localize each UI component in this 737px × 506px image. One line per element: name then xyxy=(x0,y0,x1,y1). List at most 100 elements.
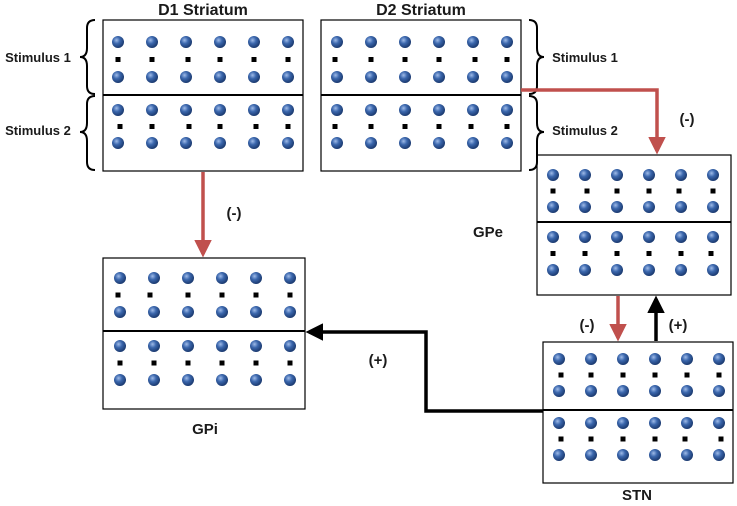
neuron xyxy=(713,385,725,397)
synapse-dot xyxy=(147,292,153,298)
neuron xyxy=(707,231,719,243)
neuron xyxy=(284,272,296,284)
stimulus1-label-left: Stimulus 1 xyxy=(5,50,71,65)
neuron xyxy=(282,71,294,83)
synapse-dot xyxy=(219,360,225,366)
neuron xyxy=(250,374,262,386)
neuron xyxy=(675,169,687,181)
synapse-dot xyxy=(620,372,626,378)
neuron xyxy=(180,36,192,48)
synapse-dot xyxy=(285,124,291,129)
synapse-dot xyxy=(185,292,191,298)
stn-gpe-sign: (+) xyxy=(669,317,688,334)
neuron xyxy=(467,36,479,48)
neuron xyxy=(182,340,194,352)
neuron xyxy=(250,306,262,318)
synapse-dot xyxy=(368,57,374,62)
stimulus2-brace-left xyxy=(79,95,96,171)
neuron xyxy=(216,272,228,284)
stn-label: STN xyxy=(622,487,652,504)
neuron xyxy=(114,374,126,386)
synapse-dot xyxy=(185,360,191,366)
neuron xyxy=(617,385,629,397)
neuron xyxy=(547,231,559,243)
neuron xyxy=(501,36,513,48)
neuron xyxy=(282,104,294,116)
synapse-dot xyxy=(614,251,620,256)
neuron xyxy=(331,104,343,116)
gpe-label: GPe xyxy=(473,224,503,241)
neuron xyxy=(585,353,597,365)
neuron xyxy=(114,306,126,318)
synapse-dot xyxy=(468,124,474,129)
synapse-dot xyxy=(584,188,590,194)
synapse-dot xyxy=(558,372,564,378)
synapse-dot xyxy=(716,372,722,378)
neuron xyxy=(284,306,296,318)
synapse-dot xyxy=(646,188,652,194)
neuron xyxy=(112,104,124,116)
neuron xyxy=(216,340,228,352)
neuron xyxy=(180,71,192,83)
synapse-dot xyxy=(652,436,658,442)
stn-gpi-sign: (+) xyxy=(369,352,388,369)
synapse-dot xyxy=(332,57,338,62)
neuron xyxy=(675,264,687,276)
neuron xyxy=(112,137,124,149)
synapse-dot xyxy=(287,292,293,298)
neuron xyxy=(617,449,629,461)
neuron xyxy=(681,385,693,397)
neuron xyxy=(331,137,343,149)
synapse-dot xyxy=(402,57,408,62)
neuron xyxy=(112,36,124,48)
neuron xyxy=(284,340,296,352)
synapse-dot xyxy=(684,372,690,378)
neuron xyxy=(585,449,597,461)
neuron xyxy=(148,272,160,284)
neuron xyxy=(643,231,655,243)
neuron xyxy=(248,104,260,116)
neuron xyxy=(649,449,661,461)
neuron xyxy=(643,169,655,181)
neuron xyxy=(282,137,294,149)
neuron xyxy=(282,36,294,48)
neuron xyxy=(399,104,411,116)
neuron xyxy=(547,201,559,213)
synapse-dot xyxy=(251,57,257,62)
neuron xyxy=(553,449,565,461)
d2-striatum-title: D2 Striatum xyxy=(376,2,466,19)
synapse-dot xyxy=(558,436,564,442)
neuron xyxy=(675,201,687,213)
neuron xyxy=(611,264,623,276)
neuron xyxy=(216,306,228,318)
synapse-dot xyxy=(285,57,291,62)
stimulus1-label-right: Stimulus 1 xyxy=(552,50,618,65)
neuron xyxy=(579,231,591,243)
synapse-dot xyxy=(117,124,123,129)
neuron xyxy=(433,104,445,116)
synapse-dot xyxy=(402,124,408,129)
neuron xyxy=(250,272,262,284)
synapse-dot xyxy=(676,188,682,194)
neuron xyxy=(649,385,661,397)
neuron xyxy=(148,340,160,352)
synapse-dot xyxy=(253,360,259,366)
synapse-dot xyxy=(217,124,223,129)
neuron xyxy=(182,374,194,386)
stimulus1-brace-right xyxy=(528,19,545,95)
neuron xyxy=(681,449,693,461)
neuron xyxy=(547,264,559,276)
neuron xyxy=(180,104,192,116)
neuron xyxy=(501,71,513,83)
neuron xyxy=(467,137,479,149)
neuron xyxy=(707,201,719,213)
neuron xyxy=(365,36,377,48)
neuron xyxy=(707,169,719,181)
neuron xyxy=(216,374,228,386)
neuron xyxy=(585,385,597,397)
neuron xyxy=(579,264,591,276)
neuron xyxy=(433,137,445,149)
neuron xyxy=(611,201,623,213)
gpi-label: GPi xyxy=(192,421,218,438)
synapse-dot xyxy=(151,360,157,366)
